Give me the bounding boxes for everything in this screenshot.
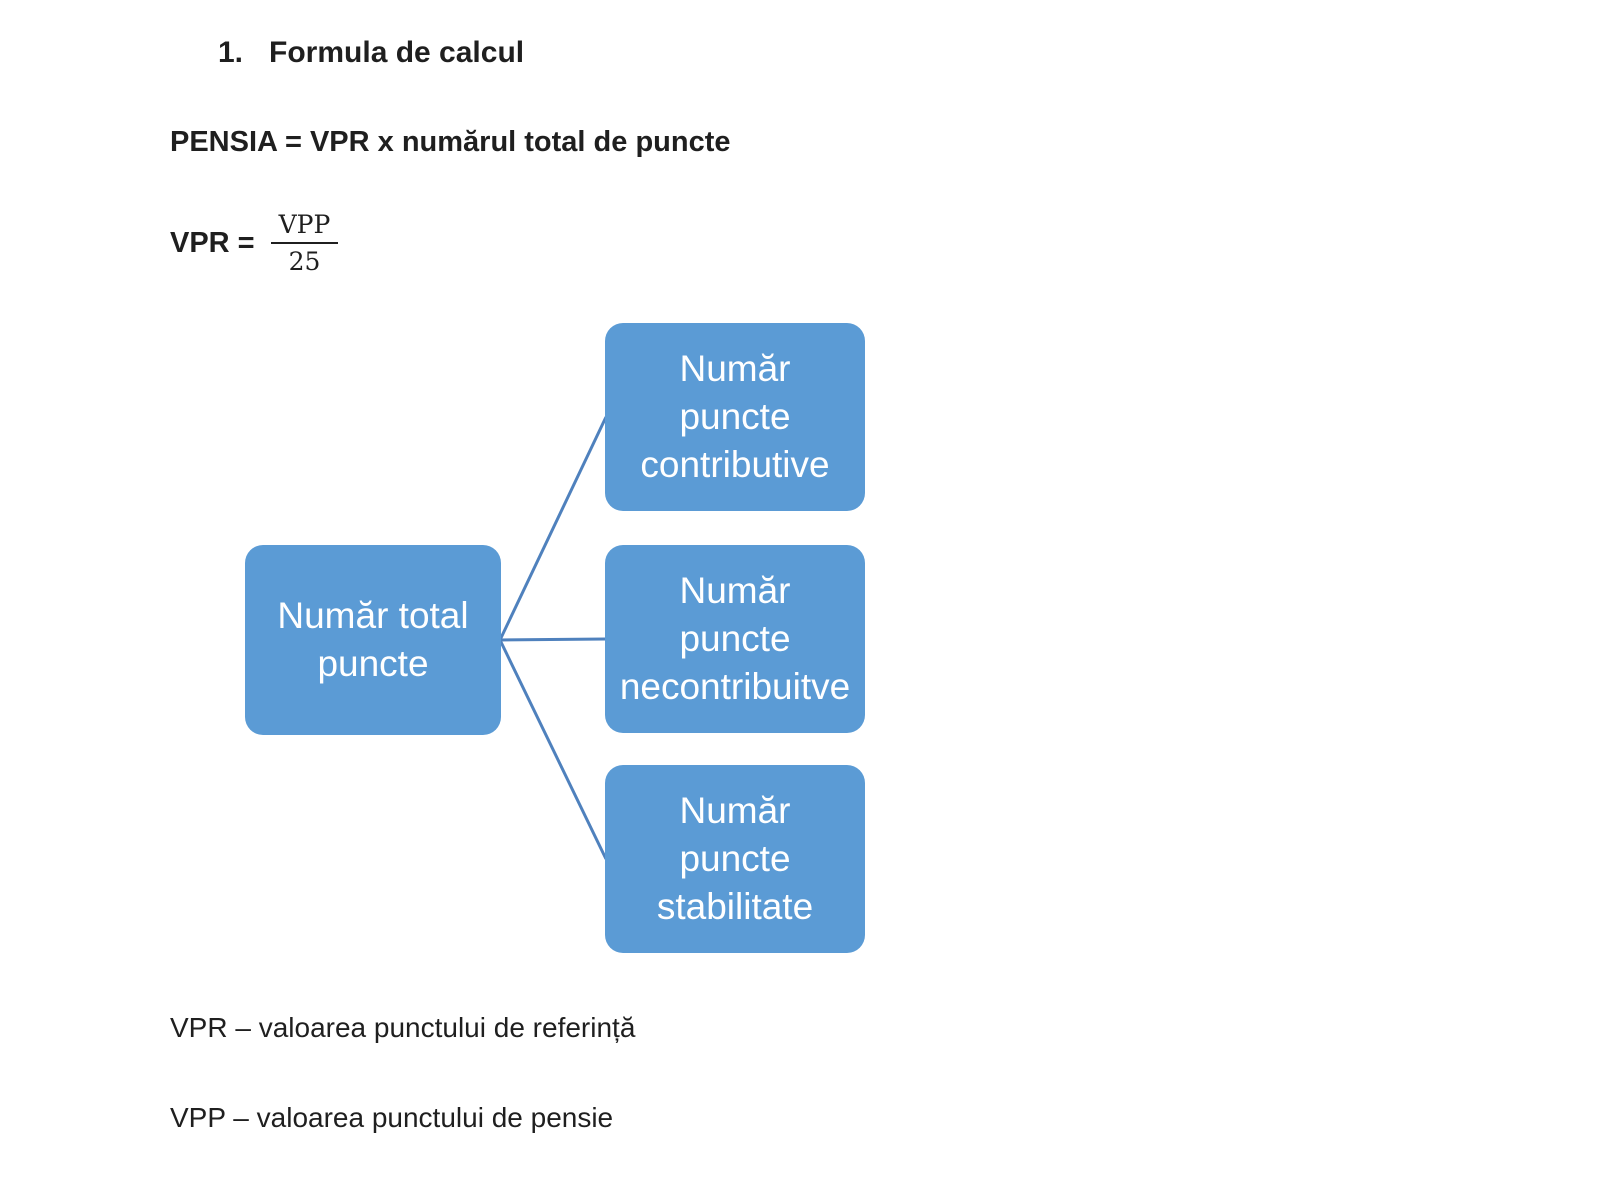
heading-title: Formula de calcul (269, 36, 525, 69)
page-heading: 1. Formula de calcul (218, 36, 524, 70)
fraction-numerator: VPP (270, 210, 339, 244)
diagram-node-puncte-stabilitate: Număr puncte stabilitate (605, 765, 865, 953)
vpr-label: VPR = (170, 226, 255, 259)
fraction-denominator: 25 (288, 247, 321, 276)
note-vpr-definition: VPR – valoarea punctului de referință (170, 1012, 636, 1043)
formula-pensia: PENSIA = VPR x numărul total de puncte (170, 126, 731, 158)
diagram-node-total-puncte: Număr total puncte (245, 545, 501, 735)
formula-vpr: VPR = VPP 25 (170, 210, 339, 276)
diagram-node-puncte-necontributive: Număr puncte necontribuitve (605, 545, 865, 733)
heading-number: 1. (218, 36, 244, 69)
vpr-fraction: VPP 25 (270, 210, 339, 276)
diagram-node-puncte-contributive: Număr puncte contributive (605, 323, 865, 511)
note-vpp-definition: VPP – valoarea punctului de pensie (170, 1102, 614, 1133)
